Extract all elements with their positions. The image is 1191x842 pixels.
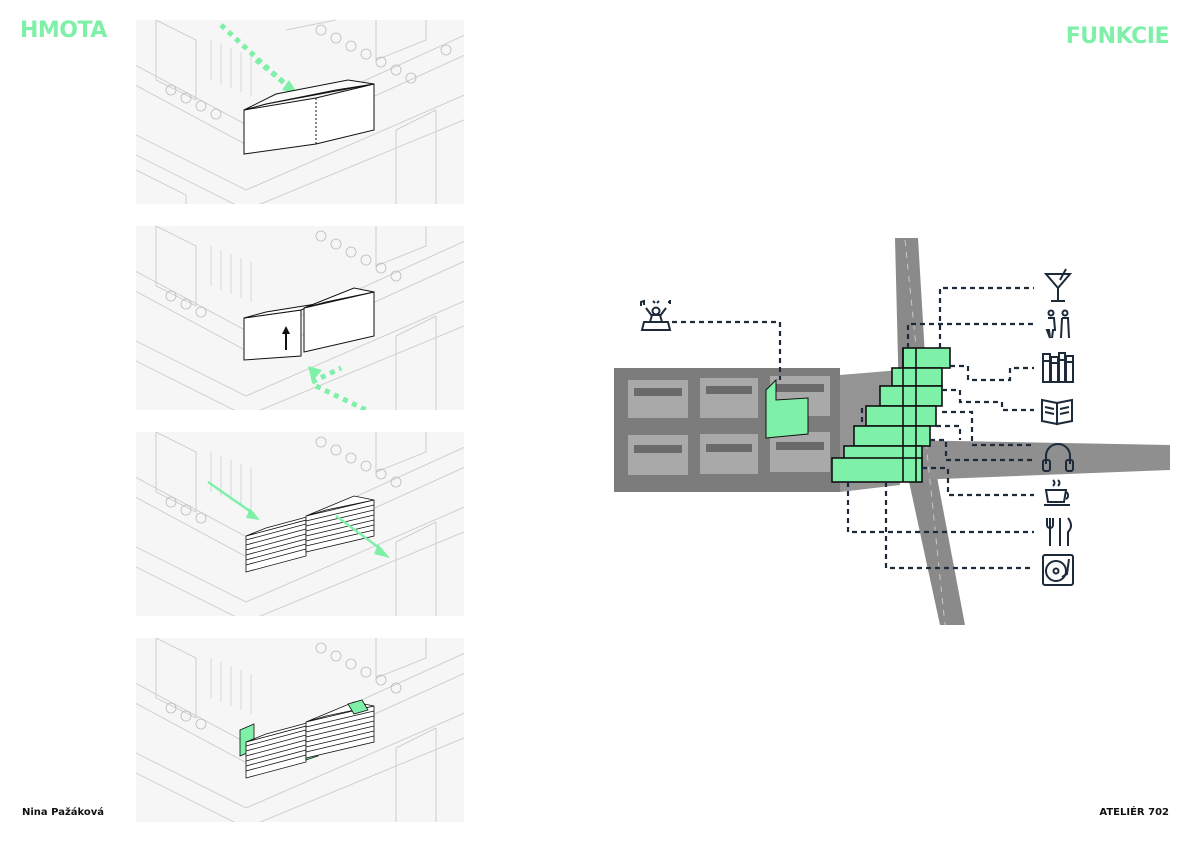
massing-volume-2	[243, 287, 375, 361]
cutlery-icon	[1046, 517, 1072, 546]
massing-volume-3	[245, 495, 375, 573]
studio-name: ATELIÉR 702	[1099, 807, 1169, 818]
massing-volume-4	[239, 699, 375, 779]
author-name: Nina Pažáková	[22, 807, 105, 818]
coffee-icon	[1044, 479, 1070, 506]
massing-panel-4	[136, 638, 464, 822]
headphones-icon	[1042, 443, 1074, 472]
massing-panel-2	[136, 226, 464, 410]
library-icon	[1042, 352, 1074, 383]
function-connectors	[672, 286, 1034, 570]
turntable-icon	[1042, 554, 1074, 586]
functions-diagram	[614, 238, 1170, 626]
massing-panel-3	[136, 432, 464, 616]
function-building-main	[831, 347, 951, 483]
function-building-left	[765, 378, 809, 439]
hmota-title: HMOTA	[20, 18, 107, 43]
book-icon	[1041, 398, 1073, 426]
aerial-photo	[614, 238, 1170, 626]
massing-volume-1	[243, 79, 375, 155]
massing-panel-1	[136, 20, 464, 204]
funkcie-title: FUNKCIE	[1065, 24, 1170, 49]
restroom-icon	[1045, 309, 1070, 339]
cocktail-icon	[1043, 268, 1073, 302]
dj-icon	[640, 299, 672, 331]
